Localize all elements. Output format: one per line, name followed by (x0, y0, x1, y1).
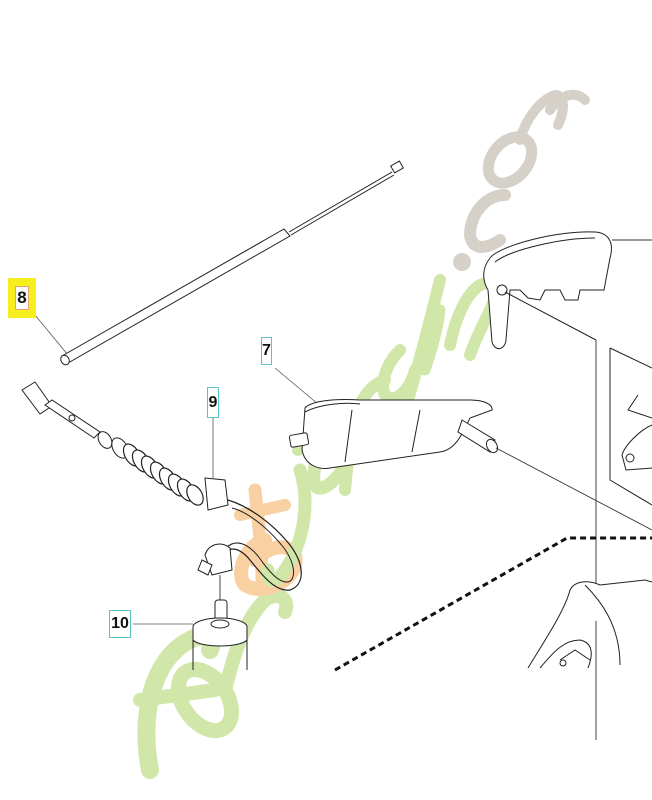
machine-housing (334, 231, 652, 740)
callout-10-label: 10 (111, 615, 129, 632)
callout-7[interactable]: 7 (261, 337, 272, 365)
callout-8[interactable]: 8 (8, 278, 36, 318)
part-8-gas-strut (34, 160, 405, 366)
callout-8-label: 8 (17, 288, 27, 307)
callout-10[interactable]: 10 (109, 610, 131, 638)
part-9-cable-spring (21, 381, 302, 600)
callout-7-label: 7 (262, 342, 271, 359)
callout-9[interactable]: 9 (207, 387, 219, 418)
part-7-lever-housing (274, 367, 652, 531)
callout-9-label: 9 (208, 393, 218, 411)
part-10-cap-cylinder (133, 599, 248, 670)
